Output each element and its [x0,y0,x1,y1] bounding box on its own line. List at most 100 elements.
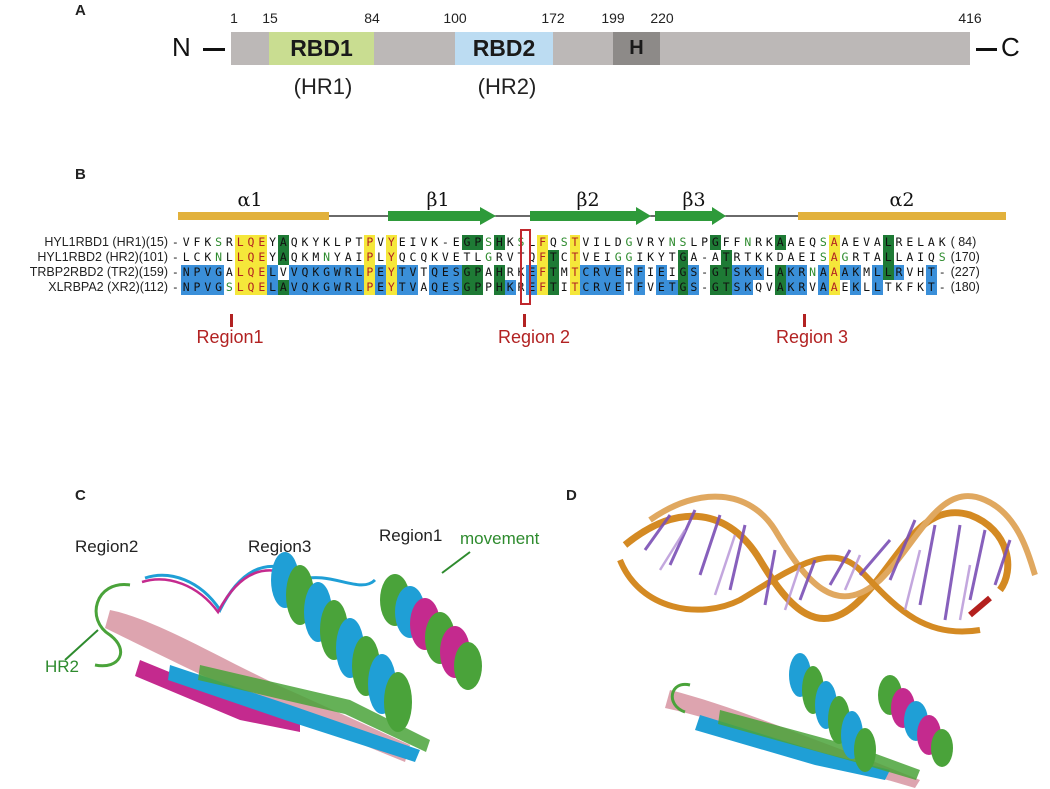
panel-c-region2-label: Region2 [75,537,139,556]
residue: P [364,265,376,280]
residue: E [440,280,451,295]
region1-label: Region1 [196,327,264,347]
residue: K [301,235,309,249]
movement-label: movement [460,529,540,548]
region3-tick [803,314,806,327]
residue: P [364,250,376,265]
residue: V [279,265,287,279]
residue: V [182,235,190,249]
residue: L [872,280,883,295]
strand-beta1 [388,207,496,225]
residue: V [863,235,871,249]
region2-tick [523,314,526,327]
rna-double-helix [617,493,1038,635]
residue: Q [299,265,311,280]
residue: Q [429,265,440,280]
residue: Y [386,250,397,265]
residue: F [906,280,914,294]
residue: A [344,250,352,264]
residue: E [593,250,601,264]
residue: L [528,235,536,249]
residue: T [720,250,732,265]
sequence-end-number: (180) [950,280,980,294]
region2-highlight-box [520,229,531,305]
position-label: 199 [601,10,625,26]
residue: T [569,250,581,265]
residue: S [225,280,233,294]
secondary-structure-diagram: α1 β1 β2 β3 α2 [178,189,1006,225]
h-domain-label: H [629,37,644,59]
helix-alpha1-3d [380,574,482,690]
residue: P [472,265,484,280]
residue: T [355,235,363,249]
position-label: 15 [262,10,278,26]
residue: K [753,265,764,280]
residue: Q [927,250,935,264]
residue: L [234,280,246,295]
residue: R [796,265,808,280]
residue: E [798,250,806,264]
residue: A [841,235,849,249]
residue: E [656,280,667,295]
residue: M [560,265,568,279]
residue: Y [657,235,665,249]
sequence-name: TRBP2RBD2 (TR2)(159) [29,265,168,279]
n-terminus-label: N [172,32,191,62]
residue: E [526,265,538,280]
residue: V [582,235,590,249]
residue: E [375,280,386,295]
residue: S [485,235,493,249]
residue: P [472,280,484,295]
residue: A [828,280,840,295]
residue: A [278,235,289,250]
residue: L [474,250,482,264]
residue: I [560,280,568,294]
sequence-end-number: ( 84) [950,235,977,249]
residue: R [591,265,602,280]
beta-sheet-green [198,665,430,752]
residue: L [882,235,894,250]
residue: V [441,250,449,264]
alpha2-label: α2 [890,189,915,211]
residue: L [333,235,341,249]
residue: G [461,235,473,250]
residue: Q [245,265,257,280]
residue: T [548,250,559,265]
residue: Q [245,250,257,265]
rbd1-domain: RBD1 [269,32,374,65]
residue: A [873,250,881,264]
residue: W [332,280,343,295]
residue: L [872,265,883,280]
residue: R [895,235,903,249]
residue: V [906,265,914,279]
residue: R [591,280,602,295]
residue: E [841,280,849,294]
residue: P [472,235,484,250]
residue: T [926,280,937,295]
residue: E [612,280,624,295]
residue: S [819,250,827,264]
residue: F [193,235,201,249]
n-terminus-dash [203,48,225,51]
residue: F [537,265,548,280]
residue: Q [420,250,428,264]
rbd1-domain-label: RBD1 [290,35,353,61]
residue: S [731,265,743,280]
residue: - [701,265,709,279]
residue: K [301,250,309,264]
hr2-loop [94,583,131,668]
residue: A [828,250,840,265]
residue: Q [755,280,763,294]
residue: F [722,235,730,249]
residue: K [647,250,655,264]
residue: V [407,280,419,295]
residue: E [852,235,860,249]
residue: E [452,235,460,249]
residue: Q [245,280,257,295]
panel-c-region3-label: Region3 [248,537,312,556]
residue: L [234,235,246,250]
residue: Y [333,250,341,264]
residue: F [634,265,646,280]
residue: I [409,235,417,249]
residue: S [560,235,568,249]
